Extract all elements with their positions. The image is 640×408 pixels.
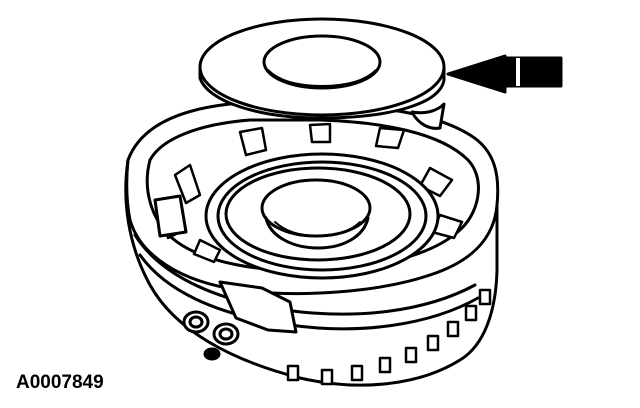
port-hole-2-inner [218, 327, 234, 341]
arrow-shaft [501, 56, 563, 88]
port-hole-1-inner [188, 315, 204, 329]
pinion-block-left [153, 194, 188, 238]
washer-tab [410, 102, 446, 130]
hub-bore-inner [274, 221, 361, 237]
external-teeth [286, 288, 492, 386]
washer-hole-depth [267, 69, 377, 87]
arrow-head [446, 54, 507, 94]
arrow-pointer [446, 54, 563, 94]
pinion-block-lower [218, 280, 298, 334]
thrust-washer [198, 17, 446, 130]
figure-id-label: A0007849 [16, 372, 104, 393]
carrier-assembly [124, 102, 500, 387]
washer-hole [262, 34, 382, 90]
port-hole-2 [212, 322, 240, 346]
hub-bore-depth [264, 216, 370, 250]
port-hole-3 [203, 347, 221, 361]
arrow-shaft-gap [516, 58, 520, 86]
port-hole-1 [182, 310, 210, 334]
